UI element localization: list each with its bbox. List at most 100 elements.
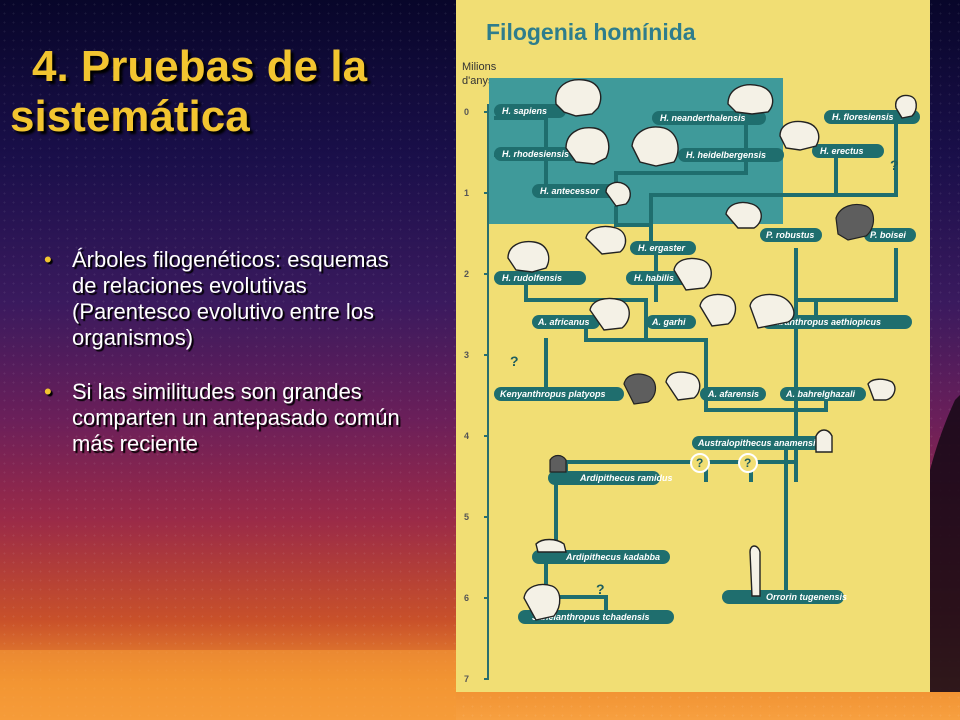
bullet-text: Árboles filogenéticos: esquemas de relac… [72,247,389,350]
svg-text:?: ? [744,456,751,470]
species-label: P. robustus [766,230,814,240]
species-label: Australopithecus anamensis [697,438,821,448]
species-a-garhi: A. garhi [646,315,696,329]
skull-icon [815,429,833,453]
skull-icon [725,201,762,229]
tick-label: 7 [464,674,469,684]
skull-icon [673,257,712,291]
species-a-bahrelghazali: A. bahrelghazali [780,387,866,401]
species-k-platyops: Kenyanthropus platyops [494,387,624,401]
species-h-heidelbergensis: H. heidelbergensis [678,148,784,162]
slide-title: 4. Pruebas de la sistemática [10,42,367,142]
skull-icon [867,378,896,401]
species-label: H. rudolfensis [502,273,562,283]
unknown-mark: ? [890,157,899,173]
species-label: H. ergaster [638,243,686,253]
tick-label: 5 [464,512,469,522]
species-label: A. garhi [651,317,686,327]
species-label: H. antecessor [540,186,600,196]
skull-icon [631,126,679,167]
species-a-anamensis: Australopithecus anamensis [692,436,822,450]
figure-title: Filogenia homínida [486,19,696,45]
species-a-africanus: A. africanus [532,315,600,329]
time-axis-ticks [484,111,488,680]
species-o-tugenensis: Orrorin tugenensis [722,590,847,604]
tick-label: 1 [464,188,469,198]
skull-icon [895,94,917,119]
skull-icon [535,538,567,553]
skull-icon [665,371,701,401]
skull-icon [555,79,602,117]
axis-label-line-2: d'anys [462,75,494,87]
skull-icon [835,203,875,241]
skull-icon [565,127,610,165]
skull-icon [779,120,820,151]
species-label: H. sapiens [502,106,547,116]
species-h-antecessor: H. antecessor [532,184,622,198]
phylogeny-figure: Filogenia homínida Milions d'anys 0 1 2 … [456,0,930,692]
skull-icon [699,293,737,327]
species-label: A. bahrelghazali [785,389,856,399]
species-p-robustus: P. robustus [760,228,822,242]
species-label: A. africanus [537,317,590,327]
tick-label: 6 [464,593,469,603]
bullet-dot-icon: • [44,379,52,404]
bullet-list: • Árboles filogenéticos: esquemas de rel… [44,247,404,485]
tick-label: 2 [464,269,469,279]
tick-label: 4 [464,431,469,441]
species-label: Paranthropus aethiopicus [770,317,881,327]
species-label: Sahelanthropus tchadensis [532,612,650,622]
species-label: H. floresiensis [832,112,894,122]
species-label: H. neanderthalensis [660,113,746,123]
species-a-afarensis: A. afarensis [700,387,766,401]
species-label: Ardipithecus ramidus [579,473,673,483]
skull-icon [549,454,567,473]
species-h-rhodesiensis: H. rhodesiensis [494,147,586,161]
species-label: H. rhodesiensis [502,149,569,159]
unknown-circle-marker: ? [738,453,758,473]
species-h-erectus: H. erectus [812,144,884,158]
bullet-item: • Árboles filogenéticos: esquemas de rel… [44,247,404,351]
skull-icon [749,293,795,329]
species-p-boisei: P. boisei [864,228,916,242]
tick-label: 3 [464,350,469,360]
species-h-habilis: H. habilis [626,271,690,285]
species-s-tchadensis: Sahelanthropus tchadensis [518,610,674,624]
svg-text:?: ? [696,456,703,470]
species-h-ergaster: H. ergaster [630,241,696,255]
species-h-floresiensis: H. floresiensis [824,110,920,124]
species-ar-ramidus: Ardipithecus ramidus [548,471,673,485]
skull-icon [589,297,630,331]
skull-icon [585,225,627,255]
skull-icon [523,583,561,621]
skull-icon [623,373,657,405]
species-h-neanderthalensis: H. neanderthalensis [652,111,766,125]
species-label: Orrorin tugenensis [766,592,847,602]
species-label: H. erectus [820,146,864,156]
axis-label-line-1: Milions [462,61,497,73]
bullet-dot-icon: • [44,247,52,272]
species-p-aethiopicus: Paranthropus aethiopicus [762,315,912,329]
species-ar-kadabba: Ardipithecus kadabba [532,550,670,564]
phylogeny-svg: Filogenia homínida Milions d'anys 0 1 2 … [462,19,920,684]
slide-title-line-1: 4. Pruebas de la [32,42,368,91]
species-h-sapiens: H. sapiens [494,104,566,118]
species-label: H. heidelbergensis [686,150,766,160]
skull-icon [507,240,550,273]
bullet-text: Si las similitudes son grandes comparten… [72,379,400,456]
species-label: Kenyanthropus platyops [500,389,606,399]
unknown-mark: ? [596,581,605,597]
unknown-circle-marker: ? [690,453,710,473]
tick-label: 0 [464,107,469,117]
unknown-mark: ? [510,353,519,369]
species-label: Ardipithecus kadabba [565,552,660,562]
skull-icon [749,545,761,597]
species-label: H. habilis [634,273,674,283]
skull-icon [605,181,631,207]
species-h-rudolfensis: H. rudolfensis [494,271,586,285]
slide-title-line-2: sistemática [10,92,250,141]
skull-icon [727,84,774,115]
species-label: P. boisei [870,230,906,240]
species-label: A. afarensis [707,389,759,399]
bullet-item: • Si las similitudes son grandes compart… [44,379,404,457]
